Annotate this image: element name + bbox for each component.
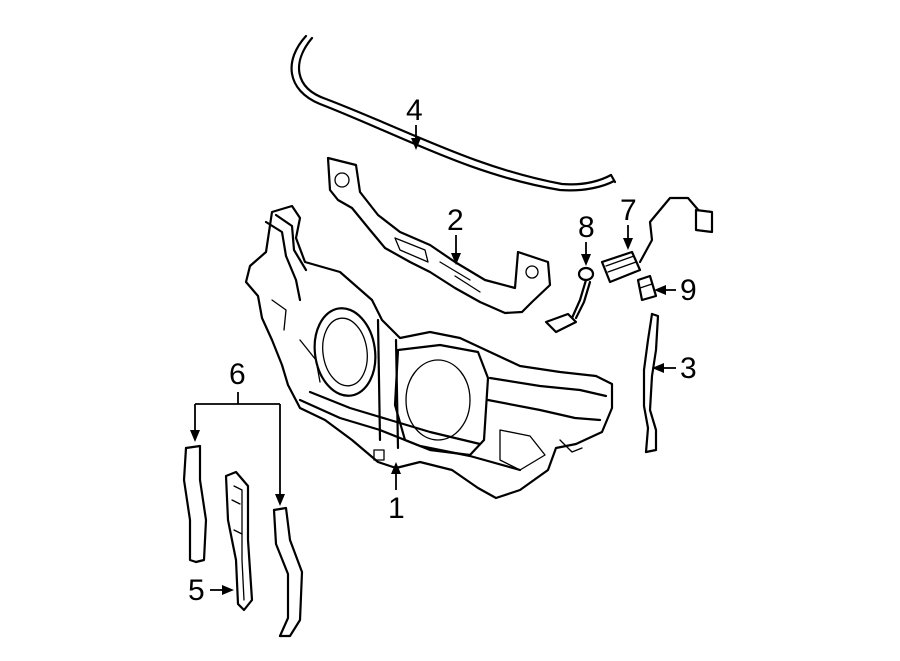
part-7-connector	[600, 196, 714, 284]
callout-labels: 1 2 3 4 5 6 7 8 9	[188, 94, 697, 607]
callout-1: 1	[388, 492, 405, 525]
callout-5: 5	[188, 574, 205, 607]
callout-2: 2	[447, 204, 464, 237]
callout-3: 3	[680, 352, 697, 385]
leader-lines	[190, 125, 676, 595]
part-2-lock-support	[326, 156, 552, 315]
part-6-left-strip	[182, 444, 208, 564]
callout-6: 6	[229, 358, 246, 391]
part-1-radiator-support	[244, 204, 614, 500]
part-4-hood-seal	[290, 34, 617, 192]
part-3-seal-strip	[642, 312, 660, 454]
callout-4: 4	[406, 94, 423, 127]
part-6-right-strip	[272, 506, 304, 638]
part-8-sensor	[544, 266, 595, 334]
callout-7: 7	[620, 194, 637, 227]
part-5-bracket	[224, 470, 254, 612]
callout-8: 8	[578, 211, 595, 244]
callout-9: 9	[680, 274, 697, 307]
part-9-clip	[636, 274, 658, 302]
